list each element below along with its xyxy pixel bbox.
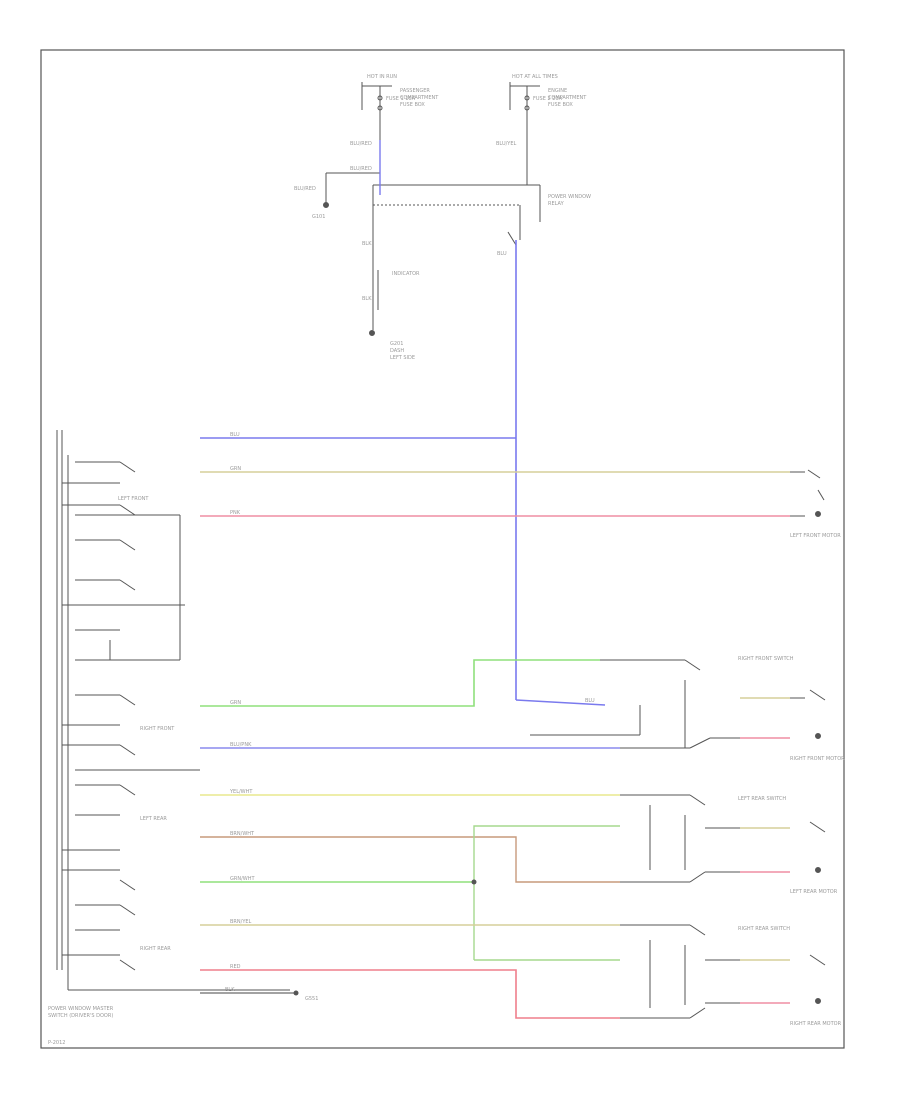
wire-brn-wht bbox=[200, 836, 620, 883]
hot-at-all-times-label: HOT AT ALL TIMES bbox=[512, 74, 558, 80]
wire-label-blu-pnk: BLU/PNK bbox=[230, 742, 252, 748]
power-feed-section bbox=[323, 82, 541, 336]
master-switch bbox=[56, 430, 290, 991]
fuse-box-right-label-2: COMPARTMENT bbox=[548, 95, 587, 101]
switch-label-right-front: RIGHT FRONT bbox=[140, 726, 175, 732]
relay-label-2: RELAY bbox=[548, 201, 565, 207]
bottom-ground-label: G551 bbox=[305, 996, 318, 1002]
left-front-motor bbox=[790, 469, 825, 517]
dash-label-2: LEFT SIDE bbox=[390, 355, 415, 361]
wire-blu-right-front bbox=[515, 699, 606, 706]
wire-label-blu-main: BLU bbox=[230, 432, 240, 438]
wire-label-blu: BLU bbox=[497, 251, 507, 257]
footer-label: P-2012 bbox=[48, 1040, 65, 1046]
wire-label-blu-yel: BLU/YEL bbox=[496, 141, 517, 147]
dash-label-1: DASH bbox=[390, 348, 404, 354]
left-rear-motor-label: LEFT REAR MOTOR bbox=[790, 889, 838, 895]
wire-label-grn-top: GRN bbox=[230, 466, 241, 472]
motors bbox=[790, 689, 826, 1004]
fuse-box-right-label-3: FUSE BOX bbox=[548, 102, 573, 108]
switch-label-right-rear: RIGHT REAR bbox=[140, 946, 171, 952]
wire-label-blk-bottom: BLK bbox=[225, 987, 235, 993]
wire-label-grn: GRN bbox=[230, 700, 241, 706]
right-rear-switch-label: RIGHT REAR SWITCH bbox=[738, 926, 790, 932]
switch-label-left-front: LEFT FRONT bbox=[118, 496, 149, 502]
wire-green-right-front bbox=[200, 659, 600, 707]
wire-grn-wht-branch bbox=[473, 825, 620, 960]
left-rear-switch bbox=[620, 794, 740, 883]
right-front-motor-label: RIGHT FRONT MOTOR bbox=[790, 756, 845, 762]
wire-label-yel-wht: YEL/WHT bbox=[229, 789, 253, 795]
fuse-box-left-label-2: COMPARTMENT bbox=[400, 95, 439, 101]
wire-label-blu-red-3: BLU/RED bbox=[294, 186, 316, 192]
fuse-box-left-label-3: FUSE BOX bbox=[400, 102, 425, 108]
right-front-switch-label: RIGHT FRONT SWITCH bbox=[738, 656, 794, 662]
wire-label-red: RED bbox=[230, 964, 241, 970]
fuse-right-label: FUSE 2 20A bbox=[533, 96, 563, 102]
fuse-box-left-label-1: PASSENGER bbox=[400, 88, 430, 94]
right-rear-switch bbox=[620, 924, 740, 1019]
wire-label-brn-yel: BRN/YEL bbox=[230, 919, 252, 925]
wire-label-blk-2: BLK bbox=[362, 296, 372, 302]
wire-label-blu-red-2: BLU/RED bbox=[350, 166, 372, 172]
right-rear-motor-label: RIGHT REAR MOTOR bbox=[790, 1021, 842, 1027]
diagram-frame bbox=[40, 49, 845, 1049]
right-front-switch bbox=[530, 659, 770, 749]
left-rear-switch-label: LEFT REAR SWITCH bbox=[738, 796, 786, 802]
left-front-motor-label: LEFT FRONT MOTOR bbox=[790, 533, 841, 539]
wire-label-grn-wht: GRN/WHT bbox=[230, 876, 255, 882]
wire-label-brn-wht: BRN/WHT bbox=[230, 831, 255, 837]
fuse-left-label: FUSE 1 10A bbox=[386, 96, 416, 102]
ground-label-1: G101 bbox=[312, 214, 325, 220]
ground-label-2: G201 bbox=[390, 341, 403, 347]
indicator-label: INDICATOR bbox=[392, 271, 420, 277]
switch-label-left-rear: LEFT REAR bbox=[140, 816, 167, 822]
bottom-left-label-1: POWER WINDOW MASTER bbox=[48, 1006, 114, 1012]
wire-red bbox=[200, 969, 620, 1019]
wire-label-blk-1: BLK bbox=[362, 241, 372, 247]
splice-dot bbox=[471, 879, 477, 885]
ground-bottom bbox=[293, 990, 299, 996]
wire-label-pnk-top: PNK bbox=[230, 510, 241, 516]
bottom-left-label-2: SWITCH (DRIVER'S DOOR) bbox=[48, 1013, 113, 1019]
wire-label-blu-red-1: BLU/RED bbox=[350, 141, 372, 147]
hot-in-run-label: HOT IN RUN bbox=[367, 74, 397, 80]
wire-label-blu-2: BLU bbox=[585, 698, 595, 704]
fuse-box-right-label-1: ENGINE bbox=[548, 88, 567, 94]
relay-label-1: POWER WINDOW bbox=[548, 194, 591, 200]
